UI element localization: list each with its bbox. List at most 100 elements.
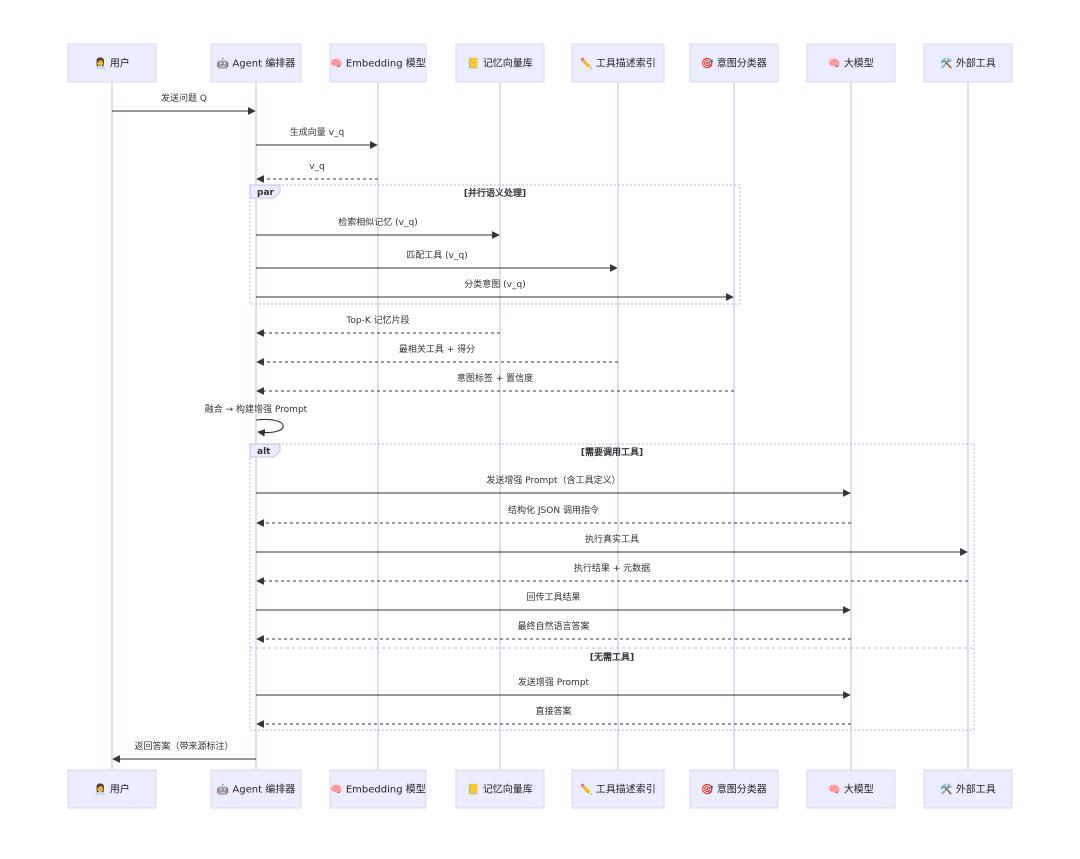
participant-label: ✏️ 工具描述索引 [580, 783, 656, 796]
participant-name: Agent 编排器 [232, 783, 295, 796]
tools-icon: 🛠️ [940, 783, 956, 796]
message: Top-K 记忆片段 [256, 314, 500, 337]
fragment-alt: alt[需要调用工具][无需工具] [249, 443, 975, 731]
participant-box [210, 43, 302, 83]
participant-llm-bottom: 🧠 大模型 [806, 769, 896, 809]
message: 发送问题 Q [112, 92, 256, 115]
message: 生成向量 v_q [256, 126, 378, 149]
participant-box [455, 43, 545, 83]
fragment-kind-label: par [257, 188, 275, 198]
participant-memory-bottom: 📒 记忆向量库 [455, 769, 545, 809]
message: 发送增强 Prompt（含工具定义） [256, 474, 851, 497]
participant-llm-top: 🧠 大模型 [806, 43, 896, 83]
message: 意图标签 + 置信度 [256, 372, 734, 395]
participant-label: 🤖 Agent 编排器 [217, 783, 295, 796]
message-label: 结构化 JSON 调用指令 [508, 504, 599, 516]
participant-label: 🤖 Agent 编排器 [217, 57, 295, 70]
participant-box [806, 769, 896, 809]
participant-label: 🧠 大模型 [828, 783, 874, 796]
participant-toolidx-top: ✏️ 工具描述索引 [571, 43, 665, 83]
message-label: 执行结果 + 元数据 [574, 562, 650, 574]
target-icon: 🎯 [701, 58, 717, 70]
participant-name: Embedding 模型 [346, 57, 426, 70]
participant-label: 🎯 意图分类器 [701, 783, 767, 796]
participant-name: 外部工具 [956, 57, 996, 70]
message-label: 匹配工具 (v_q) [406, 250, 467, 261]
message-label: 检索相似记忆 (v_q) [338, 216, 417, 228]
participant-user-bottom: 👩‍💼 用户 [67, 769, 157, 809]
message-label: 执行真实工具 [585, 533, 639, 545]
user-icon: 👩‍💼 [94, 57, 110, 70]
message: 执行结果 + 元数据 [256, 562, 968, 585]
message: 检索相似记忆 (v_q) [256, 216, 500, 239]
brain-icon: 🧠 [828, 784, 844, 796]
participant-name: 记忆向量库 [483, 57, 533, 70]
participant-label: 👩‍💼 用户 [94, 783, 130, 796]
participant-label: 🛠️ 外部工具 [940, 57, 996, 70]
tools-icon: 🛠️ [940, 57, 956, 70]
participant-name: Agent 编排器 [232, 57, 295, 70]
fragment-par: par[并行语义处理] [249, 184, 741, 305]
participant-name: 记忆向量库 [483, 783, 533, 796]
participant-ext-bottom: 🛠️ 外部工具 [923, 769, 1013, 809]
message: 回传工具结果 [256, 591, 851, 614]
participant-box [923, 43, 1013, 83]
participant-name: Embedding 模型 [346, 783, 426, 796]
participant-embed-top: 🧠 Embedding 模型 [329, 43, 427, 83]
message-arrow [255, 418, 284, 437]
participant-name: 意图分类器 [717, 57, 767, 70]
fragment-tag [249, 443, 281, 458]
participant-label: 📒 记忆向量库 [467, 57, 533, 70]
participant-box [67, 43, 157, 83]
message-label: 发送增强 Prompt [518, 676, 590, 688]
message: 最终自然语言答案 [256, 620, 851, 643]
message-label: 生成向量 v_q [290, 126, 344, 138]
pencil-icon: ✏️ [580, 783, 596, 796]
participant-name: 外部工具 [956, 783, 996, 796]
participant-memory-top: 📒 记忆向量库 [455, 43, 545, 83]
notebook-icon: 📒 [467, 784, 483, 796]
message: 融合 → 构建增强 Prompt [205, 403, 308, 437]
pencil-icon: ✏️ [580, 57, 596, 70]
brain-icon: 🧠 [330, 784, 346, 796]
message-label: 发送问题 Q [161, 92, 207, 104]
message: 直接答案 [256, 705, 851, 728]
participant-name: 大模型 [844, 783, 874, 796]
fragment-tag [249, 184, 281, 199]
participant-label: ✏️ 工具描述索引 [580, 57, 656, 70]
message-label: 最相关工具 + 得分 [399, 343, 475, 355]
participant-name: 工具描述索引 [596, 57, 656, 70]
participant-agent-top: 🤖 Agent 编排器 [210, 43, 302, 83]
participant-box [210, 769, 302, 809]
participant-name: 工具描述索引 [596, 783, 656, 796]
participant-label: 👩‍💼 用户 [94, 57, 130, 70]
participant-label: 🛠️ 外部工具 [940, 783, 996, 796]
message-label: v_q [309, 162, 325, 172]
participant-box [571, 769, 665, 809]
message-label: 分类意图 (v_q) [464, 278, 525, 290]
brain-icon: 🧠 [330, 58, 346, 70]
robot-icon: 🤖 [217, 57, 233, 70]
fragment-frame [249, 184, 741, 305]
participant-label: 🎯 意图分类器 [701, 57, 767, 70]
message: 执行真实工具 [256, 533, 968, 556]
participant-box [923, 769, 1013, 809]
fragment-kind-label: alt [257, 447, 271, 457]
participant-box [329, 43, 427, 83]
message: 最相关工具 + 得分 [256, 343, 618, 366]
fragment-condition: [无需工具] [590, 652, 634, 663]
participant-box [455, 769, 545, 809]
participant-user-top: 👩‍💼 用户 [67, 43, 157, 83]
participant-label: 📒 记忆向量库 [467, 783, 533, 796]
participant-toolidx-bottom: ✏️ 工具描述索引 [571, 769, 665, 809]
message-label: 返回答案（带来源标注） [134, 740, 233, 752]
participant-box [329, 769, 427, 809]
participant-intent-bottom: 🎯 意图分类器 [689, 769, 779, 809]
message: 分类意图 (v_q) [256, 278, 734, 301]
message-label: 回传工具结果 [526, 591, 580, 603]
participant-label: 🧠 大模型 [828, 57, 874, 70]
message: 返回答案（带来源标注） [112, 740, 256, 763]
participant-embed-bottom: 🧠 Embedding 模型 [329, 769, 427, 809]
